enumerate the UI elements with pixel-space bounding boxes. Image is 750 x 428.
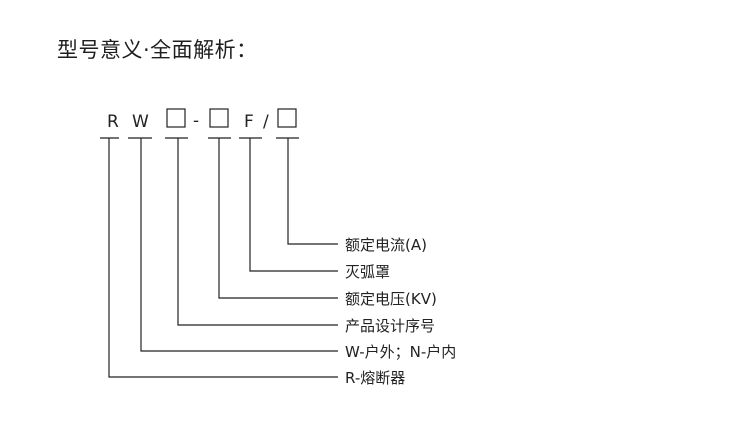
page-title: 型号意义·全面解析： [57, 38, 258, 62]
code-letter-f: F [244, 112, 254, 132]
code-letter-w: W [132, 112, 149, 132]
label-fuse: R-熔断器 [345, 369, 405, 387]
code-box-design-no [166, 108, 186, 128]
connector-lines [108, 138, 338, 378]
code-letter-r: R [107, 112, 119, 132]
code-box-current [277, 108, 297, 128]
label-rated-current: 额定电流(A) [345, 236, 427, 254]
label-arc-chute: 灭弧罩 [345, 263, 390, 281]
code-dash: - [193, 111, 199, 131]
connector-current [287, 138, 338, 245]
connector-arc [249, 138, 338, 272]
code-slash: / [263, 112, 269, 132]
code-box-voltage [209, 108, 229, 128]
label-location: W-户外；N-户内 [345, 343, 456, 361]
connector-voltage [218, 138, 338, 299]
connector-design [177, 138, 338, 326]
label-rated-voltage: 额定电压(KV) [345, 290, 437, 308]
connector-fuse [108, 138, 338, 378]
connector-location [140, 138, 338, 352]
label-design-number: 产品设计序号 [345, 317, 435, 335]
